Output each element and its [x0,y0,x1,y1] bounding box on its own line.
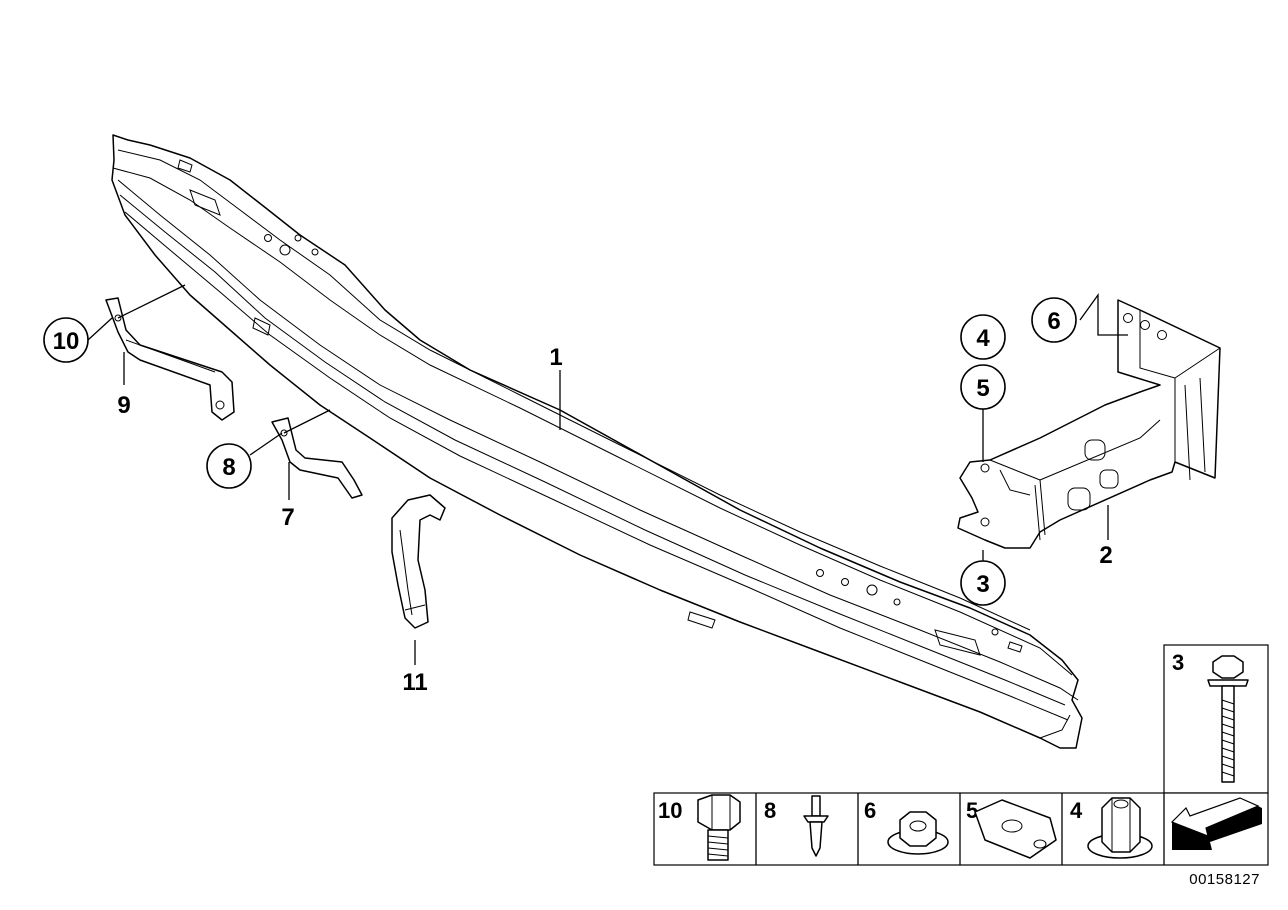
table-label-6: 6 [864,798,876,823]
callout-5-text: 5 [976,375,989,402]
table-label-5: 5 [966,798,978,823]
callout-6: 6 [1031,297,1077,343]
table-label-8: 8 [764,798,776,823]
callout-8: 8 [206,443,252,489]
label-part-11: 11 [402,669,427,696]
callout-8-text: 8 [222,454,235,481]
bracket-part-9 [105,297,235,421]
rivet-icon [803,795,829,857]
label-part-1: 1 [549,344,562,371]
callout-3: 3 [960,560,1006,606]
callout-10: 10 [43,317,89,363]
label-part-2: 2 [1099,542,1112,569]
crash-box-part-2 [957,299,1221,549]
bumper-carrier [111,134,1083,749]
plate-nut-icon [974,799,1057,859]
label-part-7: 7 [281,504,294,531]
table-label-3: 3 [1172,650,1184,675]
reference-number: 00158127 [1189,871,1260,888]
bracket-part-7 [271,417,363,499]
callout-10-text: 10 [53,328,80,355]
label-part-9: 9 [117,392,130,419]
bolt-icon [1207,655,1249,783]
table-label-10: 10 [658,798,682,823]
flange-nut-icon [887,811,949,855]
callout-4: 4 [960,314,1006,360]
table-label-4: 4 [1070,798,1083,823]
hex-nut-icon [1087,797,1153,859]
hex-bolt-icon [697,794,741,861]
leader-lines [87,284,1128,665]
callout-5: 5 [960,364,1006,410]
clip-part-11 [391,494,446,629]
direction-arrow-icon [1170,797,1262,850]
callout-4-text: 4 [976,325,990,352]
callout-6-text: 6 [1047,308,1060,335]
parts-table: 3 10 8 6 5 4 [653,644,1269,866]
callout-3-text: 3 [976,571,989,598]
